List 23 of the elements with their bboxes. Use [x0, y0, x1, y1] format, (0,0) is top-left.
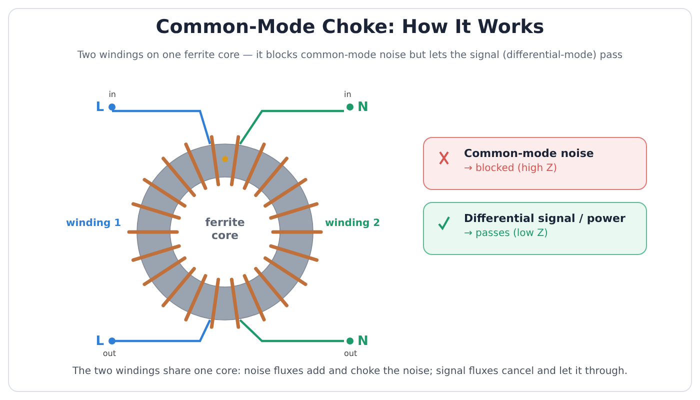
- card-heading: Common-mode noise: [464, 147, 595, 160]
- caption: The two windings share one core: noise fluxes add and choke the noise; signal fluxes cancel and let it through.: [71, 366, 629, 377]
- port-label: in: [344, 90, 352, 99]
- port-label: out: [344, 349, 358, 358]
- wire: [239, 319, 344, 342]
- status-card: [423, 202, 647, 255]
- terminal-label: N: [358, 334, 368, 348]
- card-note: → passes (low Z): [464, 228, 549, 239]
- winding-label: winding 2: [325, 218, 380, 229]
- subtitle: Two windings on one ferrite core — it blocks common-mode noise but lets the signal (differential-mode) pass: [76, 50, 624, 61]
- status-card: [423, 137, 647, 190]
- wire: [112, 110, 212, 144]
- card-note: → blocked (high Z): [464, 163, 558, 174]
- core-label: ferrite core: [204, 216, 246, 242]
- terminal-label: L: [96, 334, 104, 348]
- winding-label: winding 1: [66, 218, 122, 229]
- terminal-label: L: [96, 100, 104, 114]
- port-label: out: [102, 349, 116, 358]
- card-heading: Differential signal / power: [464, 212, 626, 225]
- wire: [239, 110, 344, 145]
- port-label: in: [108, 90, 116, 99]
- terminal-label: N: [358, 100, 368, 114]
- title: Common-Mode Choke: How It Works: [154, 16, 546, 38]
